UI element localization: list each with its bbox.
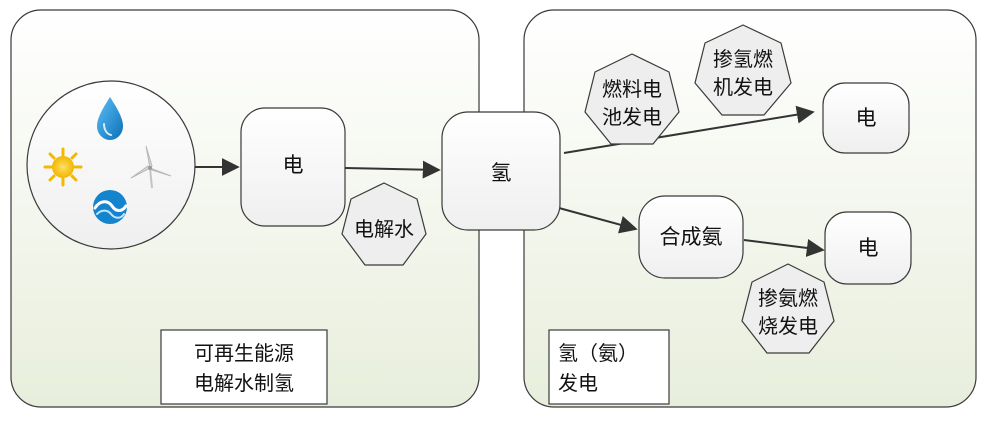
ammonia-combustion-process	[741, 263, 835, 354]
electricity-output-bottom-label: 电	[858, 236, 879, 260]
fuel-cell-label-line2: 池发电	[602, 105, 662, 129]
electricity-input-node	[240, 107, 346, 227]
ammonia-combustion-label-line2: 烧发电	[758, 314, 818, 338]
renewable-sources-circle	[26, 80, 196, 250]
wind-turbine-icon	[130, 145, 172, 189]
arrow-hydrogen-to-ammonia	[547, 204, 638, 234]
fuel-cell-label-line1: 燃料电	[602, 77, 662, 101]
hydrogen-gas-turbine-process	[694, 24, 792, 116]
sun-icon	[43, 147, 83, 187]
right-caption-box	[548, 329, 670, 405]
electricity-input-label: 电	[283, 153, 304, 177]
fuel-cell-process	[584, 53, 680, 145]
right-caption-line1: 氢（氨）	[558, 341, 638, 365]
hydrogen-gas-turbine-label-line1: 掺氢燃	[713, 47, 773, 71]
ammonia-synthesis-label: 合成氨	[660, 225, 723, 249]
water-drop-icon	[97, 97, 123, 140]
arrow-electricity-to-hydrogen	[344, 160, 441, 179]
hydrogen-label: 氢	[491, 161, 512, 185]
arrow-ammonia-to-electricity-bottom	[743, 239, 825, 257]
left-caption-line2: 电解水制氢	[194, 371, 294, 395]
arrow-hydrogen-to-electricity-top	[563, 105, 815, 154]
ammonia-synthesis-node	[638, 195, 744, 279]
hydrogen-node	[441, 111, 561, 231]
electricity-output-top-label: 电	[856, 106, 877, 130]
left-caption-box	[160, 329, 328, 405]
hydrogen-gas-turbine-label-line2: 机发电	[713, 75, 773, 99]
ammonia-combustion-label-line1: 掺氨燃	[758, 286, 818, 310]
left-caption-line1: 可再生能源	[194, 341, 294, 365]
electrolysis-process	[341, 182, 427, 266]
electrolysis-label: 电解水	[354, 217, 414, 241]
electricity-output-top-node	[822, 82, 910, 154]
electricity-output-bottom-node	[824, 211, 912, 285]
wave-icon	[93, 190, 128, 224]
right-caption-line2: 发电	[558, 371, 598, 395]
